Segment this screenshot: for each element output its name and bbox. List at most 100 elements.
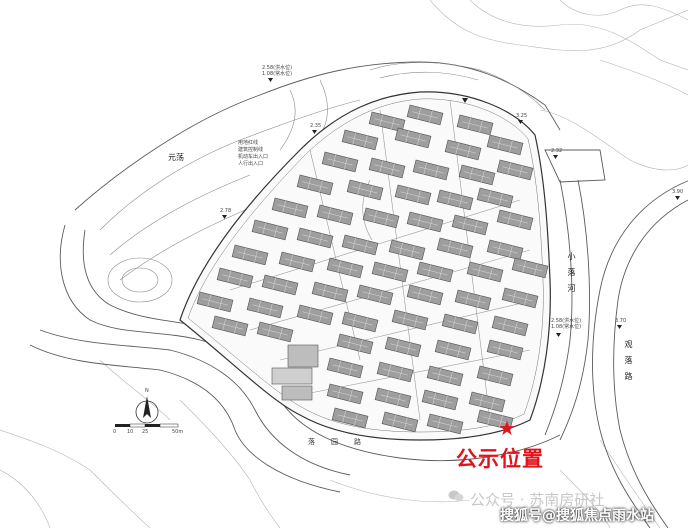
building-footprint [368, 111, 406, 133]
building-footprint [296, 227, 334, 249]
scale-tick-0: 0 [113, 429, 117, 435]
building-footprint [231, 244, 269, 266]
scale-tick-1: 10 [127, 429, 134, 435]
location-star-icon: ★ [498, 416, 516, 440]
building-footprint [311, 281, 349, 303]
scale-bar [115, 423, 179, 428]
building-footprint [496, 159, 534, 181]
building-footprint [486, 339, 524, 361]
building-footprint [256, 321, 294, 343]
building-footprint [406, 211, 444, 233]
building-footprint [456, 114, 494, 136]
scale-tick-3: 50m [172, 429, 184, 435]
building-footprint [421, 389, 459, 411]
building-footprint [394, 184, 432, 206]
road-east-label: 观落路 [624, 340, 633, 388]
building-footprint [501, 287, 539, 309]
landscape-paths [99, 62, 546, 303]
building-footprint [412, 159, 450, 181]
legend-line-1: 用地红线 [238, 140, 259, 146]
building-footprint [486, 134, 524, 156]
road-south-label: 落园路 [308, 438, 377, 446]
clubhouse-block [271, 344, 319, 401]
spot-elevation-5: 3.90 [672, 189, 684, 195]
building-footprint [466, 261, 504, 283]
building-footprint [211, 315, 249, 337]
building-footprint [416, 261, 454, 283]
building-footprint [454, 289, 492, 311]
building-footprint [336, 333, 374, 355]
legend-line-4: 人行出入口 [238, 161, 264, 167]
building-footprint [486, 239, 524, 261]
elevation-label-right-1: 2.58(洪水位) [551, 318, 582, 324]
building-footprint [444, 139, 482, 161]
spot-elevation-1: 2.35 [310, 123, 322, 129]
legend-line-2: 建筑控制线 [238, 147, 264, 153]
building-footprint [426, 413, 464, 435]
building-footprint [278, 251, 316, 273]
elevation-label-top-1: 2.58(洪水位) [262, 65, 293, 71]
building-footprint [458, 164, 496, 186]
building-footprint [476, 365, 514, 387]
building-footprint [362, 207, 400, 229]
building-footprint [511, 257, 549, 279]
residential-buildings [196, 104, 549, 435]
building-footprint [391, 309, 429, 331]
building-footprint [296, 304, 334, 326]
spot-elevation-2: 3.25 [516, 113, 528, 119]
building-footprint [326, 357, 364, 379]
building-footprint [326, 257, 364, 279]
building-footprint [216, 267, 254, 289]
building-footprint [341, 129, 379, 151]
building-footprint [436, 189, 474, 211]
watermark-site: 搜狐号@搜狐焦点雨水站 [500, 508, 654, 524]
building-footprint [326, 383, 364, 405]
district-label: 元荡 [168, 153, 184, 162]
building-footprint [376, 361, 414, 383]
building-footprint [341, 311, 379, 333]
building-footprint [371, 261, 409, 283]
wechat-icon [448, 490, 464, 502]
marker-title: 公示位置 [456, 447, 544, 471]
watermark-source: 公众号 · 苏南房研社 [470, 491, 605, 509]
building-footprint [196, 291, 234, 313]
building-footprint [436, 237, 474, 259]
building-footprint [251, 219, 289, 241]
building-footprint [406, 104, 444, 126]
building-footprint [496, 209, 534, 231]
building-footprint [246, 297, 284, 319]
building-footprint [394, 127, 432, 149]
building-footprint [341, 234, 379, 256]
building-footprint [368, 157, 406, 179]
building-footprint [476, 187, 514, 209]
building-footprint [321, 151, 359, 173]
building-footprint [271, 197, 309, 219]
spot-elevation-6: 3.70 [615, 318, 627, 324]
building-footprint [441, 313, 479, 335]
spot-elevation-3: 2.32 [551, 148, 563, 154]
building-footprint [296, 174, 334, 196]
building-footprint [331, 407, 369, 429]
north-label: N [145, 388, 149, 394]
building-footprint [374, 387, 412, 409]
building-footprint [384, 336, 422, 358]
building-footprint [388, 239, 426, 261]
building-footprint [316, 204, 354, 226]
building-footprint [346, 179, 384, 201]
building-footprint [261, 274, 299, 296]
building-footprint [476, 409, 514, 431]
north-arrow-icon [135, 396, 159, 424]
building-footprint [356, 284, 394, 306]
elevation-triangles [222, 78, 680, 337]
building-footprint [406, 284, 444, 306]
elevation-label-right-2: 1.08(常水位) [551, 324, 582, 330]
building-footprint [468, 391, 506, 413]
building-footprint [381, 411, 419, 433]
building-footprint [426, 365, 464, 387]
building-footprint [491, 315, 529, 337]
river-label: 小落河 [567, 252, 576, 300]
scale-tick-2: 25 [142, 429, 149, 435]
elevation-label-top-2: 1.08(常水位) [262, 71, 293, 77]
